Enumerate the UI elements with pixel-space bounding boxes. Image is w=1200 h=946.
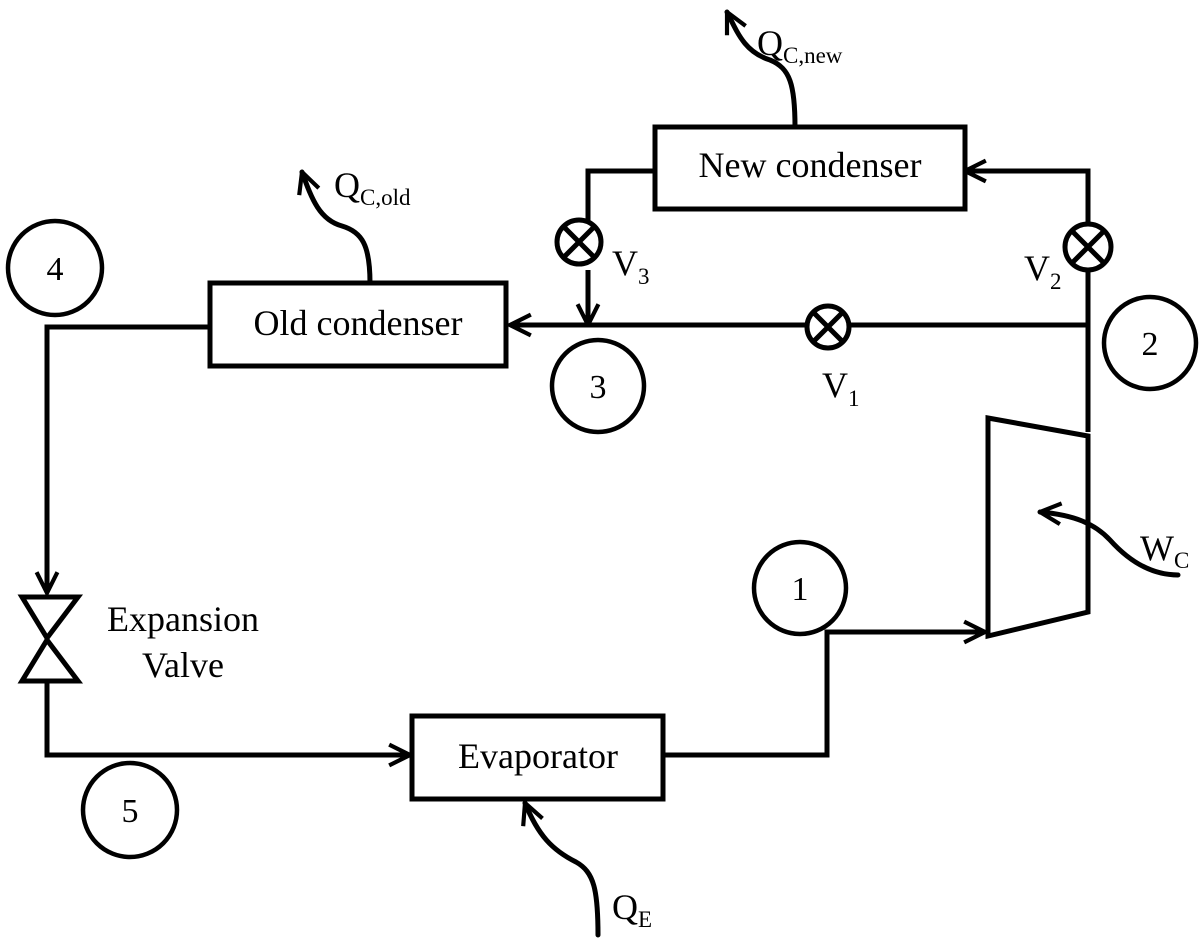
- expansion-valve-symbol: [17, 594, 84, 684]
- svg-text:3: 3: [590, 369, 607, 406]
- evaporator-box: [409, 713, 666, 802]
- valve-v1-label: V1: [822, 365, 860, 411]
- old-condenser-box: [207, 280, 509, 369]
- qc-old-heat-arrow: [302, 172, 373, 286]
- new-condenser-label: New condenser: [699, 145, 922, 185]
- valve-v1-icon: [804, 303, 852, 351]
- old-condenser-label: Old condenser: [254, 303, 463, 343]
- expansion-valve-label-line2: Valve: [142, 645, 224, 685]
- state-point-3: 3: [549, 337, 647, 435]
- qe-label: QE: [612, 887, 652, 932]
- state-point-4: 4: [5, 218, 105, 318]
- new-condenser-box: [652, 124, 968, 212]
- pipe-old-condenser-outlet: [47, 324, 208, 593]
- qe-heat-arrow: [525, 803, 601, 938]
- valve-v2-label: V2: [1024, 248, 1062, 294]
- expansion-valve-label-line1: Expansion: [107, 599, 259, 639]
- state-point-1: 1: [751, 539, 849, 637]
- valve-v3-label: V3: [612, 243, 650, 289]
- pipe-branch-to-new-condenser: [965, 171, 1091, 325]
- svg-text:4: 4: [47, 251, 64, 288]
- qc-new-label: QC,new: [757, 23, 843, 68]
- compressor: [985, 415, 1091, 640]
- qc-new-heat-arrow: [724, 12, 798, 130]
- state-point-5: 5: [80, 760, 180, 860]
- svg-text:1: 1: [792, 571, 809, 608]
- pipe-to-evaporator: [44, 683, 410, 755]
- pipe-new-condenser-return: [588, 168, 655, 325]
- wc-label: WC: [1140, 528, 1189, 573]
- valve-v3-icon: [554, 217, 604, 267]
- pipe-evaporator-to-compressor: [663, 632, 985, 758]
- evaporator-label: Evaporator: [458, 736, 618, 776]
- state-point-2: 2: [1101, 294, 1199, 392]
- wc-work-arrow: [1040, 512, 1181, 578]
- qc-old-label: QC,old: [334, 165, 411, 210]
- svg-text:5: 5: [122, 793, 139, 830]
- svg-text:2: 2: [1142, 326, 1159, 363]
- valve-v2-icon: [1062, 221, 1114, 273]
